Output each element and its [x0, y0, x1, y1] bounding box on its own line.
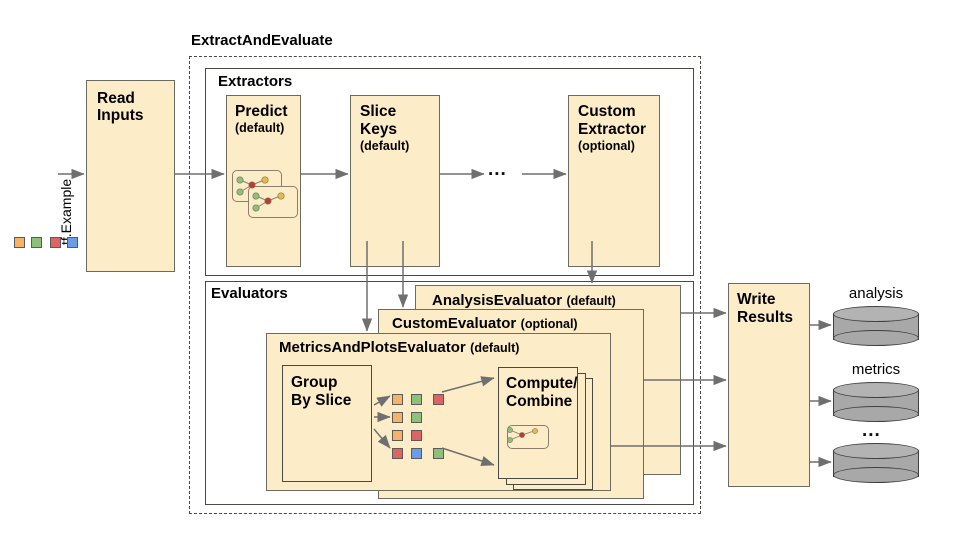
- extractors-title: Extractors: [218, 73, 293, 90]
- swatch-orange: [392, 412, 403, 423]
- swatch-green: [411, 412, 422, 423]
- node-predict[interactable]: Predict (default): [226, 95, 301, 267]
- predict-line1: Predict: [235, 103, 288, 120]
- predict-qualifier: (default): [235, 121, 285, 135]
- predict-graph-icon-front: [248, 186, 298, 218]
- output-label-analysis: analysis: [848, 285, 904, 302]
- node-group-by-slice[interactable]: Group By Slice: [282, 365, 372, 482]
- evaluators-title: Evaluators: [211, 285, 288, 302]
- compute-combine-line2: Combine: [506, 393, 573, 410]
- metrics-and-plots-evaluator-name: MetricsAndPlotsEvaluator: [279, 339, 466, 356]
- cylinder-bottom: [833, 330, 919, 346]
- output-label-ellipsis: ...: [862, 420, 881, 441]
- swatch-green: [411, 394, 422, 405]
- node-custom-extractor[interactable]: Custom Extractor (optional): [568, 95, 660, 267]
- custom-extractor-line2: Extractor: [578, 121, 647, 138]
- swatch-red: [50, 237, 61, 248]
- compute-combine-graph-icon: [507, 425, 549, 449]
- cylinder-top: [833, 443, 919, 459]
- swatch-green: [433, 448, 444, 459]
- slice-keys-qualifier: (default): [360, 139, 410, 153]
- group-by-slice-line2: By Slice: [291, 392, 352, 409]
- extractors-ellipsis: ...: [488, 159, 507, 180]
- swatch-red: [433, 394, 444, 405]
- custom-evaluator-qualifier: (optional): [520, 317, 578, 331]
- read-inputs-line2: Inputs: [97, 107, 144, 124]
- swatch-orange: [392, 394, 403, 405]
- swatch-green: [31, 237, 42, 248]
- extract-and-evaluate-title: ExtractAndEvaluate: [191, 32, 333, 49]
- custom-extractor-line1: Custom: [578, 103, 636, 120]
- metrics-and-plots-evaluator-qualifier: (default): [470, 341, 520, 355]
- group-extractors: [205, 68, 694, 276]
- group-extract-and-evaluate: [189, 56, 701, 514]
- compute-combine-line1: Compute/: [506, 375, 578, 392]
- write-results-line1: Write: [737, 291, 776, 308]
- write-results-line2: Results: [737, 309, 793, 326]
- swatch-orange: [14, 237, 25, 248]
- cylinder-bottom: [833, 406, 919, 422]
- cylinder-bottom: [833, 467, 919, 483]
- datastore-metrics[interactable]: [833, 382, 919, 422]
- swatch-blue: [67, 237, 78, 248]
- group-by-slice-line1: Group: [291, 374, 338, 391]
- slice-keys-line1: Slice: [360, 103, 397, 120]
- input-label-tf-example: tf.Example: [58, 178, 74, 245]
- cylinder-top: [833, 382, 919, 398]
- custom-extractor-qualifier: (optional): [578, 139, 635, 153]
- group-evaluators: [205, 281, 694, 505]
- datastore-analysis[interactable]: [833, 306, 919, 346]
- analysis-evaluator-qualifier: (default): [566, 294, 616, 308]
- datastore-other[interactable]: [833, 443, 919, 483]
- node-metrics-and-plots-evaluator[interactable]: MetricsAndPlotsEvaluator (default) Group…: [266, 333, 611, 491]
- read-inputs-line1: Read: [97, 90, 135, 107]
- swatch-red: [411, 430, 422, 441]
- swatch-blue: [411, 448, 422, 459]
- swatch-red: [392, 448, 403, 459]
- custom-evaluator-name: CustomEvaluator: [392, 315, 517, 332]
- node-compute-combine[interactable]: Compute/ Combine: [498, 367, 578, 479]
- node-read-inputs[interactable]: Read Inputs: [86, 80, 175, 272]
- node-slice-keys[interactable]: Slice Keys (default): [350, 95, 440, 267]
- node-write-results[interactable]: Write Results: [728, 283, 810, 487]
- cylinder-top: [833, 306, 919, 322]
- swatch-orange: [392, 430, 403, 441]
- output-label-metrics: metrics: [851, 361, 901, 378]
- analysis-evaluator-name: AnalysisEvaluator: [432, 292, 563, 309]
- slice-keys-line2: Keys: [360, 121, 398, 138]
